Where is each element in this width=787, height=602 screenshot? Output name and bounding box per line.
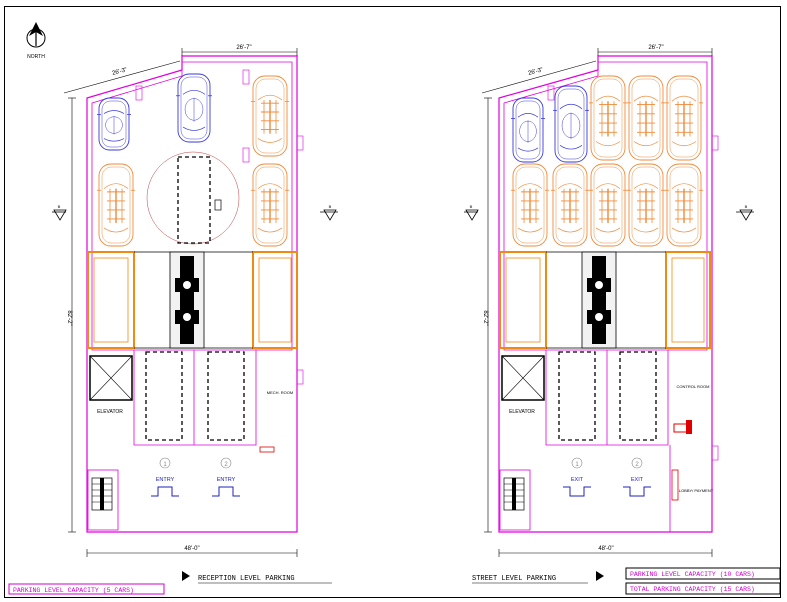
parking-bay [177, 156, 211, 244]
north-arrow-icon: NORTH [26, 22, 46, 60]
parking-bay [207, 351, 245, 441]
section-mark-label: B [58, 204, 61, 209]
elevator-shaft [501, 355, 545, 401]
exit-number: 1 [575, 462, 579, 468]
sheet-border [4, 6, 781, 598]
car-orange [589, 75, 627, 161]
section-mark-label: B [745, 204, 748, 209]
dim-left-label: 82'-2" [66, 310, 72, 325]
dimension-bottom: 48'-0" [498, 546, 713, 557]
car-orange [665, 75, 703, 161]
car-orange [97, 163, 135, 247]
section-mark-label: B [470, 204, 473, 209]
entry-number: 2 [224, 462, 228, 468]
plan-title-text: STREET LEVEL PARKING [472, 575, 556, 583]
capacity-caption: PARKING LEVEL CAPACITY (10 CARS) TOTAL P… [625, 567, 781, 595]
capacity-caption: PARKING LEVEL CAPACITY (5 CARS) [8, 583, 165, 595]
car-orange [511, 163, 549, 247]
dimension-left: 82'-2" [482, 97, 492, 533]
dim-bottom-label: 48'-0" [598, 546, 613, 552]
dim-angle-label: 26'-3" [112, 67, 128, 77]
exit-label: EXIT [571, 477, 584, 483]
dim-left-label: 82'-2" [482, 310, 488, 325]
car-blue [176, 73, 212, 143]
dimension-top: 26'-7" [597, 45, 713, 56]
plan-reception-level: 26'-7" 26'-3" 82'-2" 48'-0" [8, 45, 338, 595]
room-label-elevator: ELEVATOR [509, 409, 535, 415]
car-blue [511, 97, 545, 163]
lift-mechanism [169, 251, 205, 349]
capacity-caption-text: PARKING LEVEL CAPACITY (5 CARS) [13, 587, 134, 594]
dimension-angle: 26'-3" [481, 60, 597, 94]
dimension-left: 82'-2" [66, 97, 76, 533]
dimension-angle: 26'-3" [63, 60, 181, 94]
room-label-control: CONTROL ROOM [677, 384, 710, 389]
parking-bay [558, 351, 596, 441]
dim-bottom-label: 48'-0" [184, 546, 199, 552]
entry-label: ENTRY [156, 477, 175, 483]
stairs [87, 469, 119, 531]
turntable [146, 151, 240, 245]
dimension-bottom: 48'-0" [86, 546, 298, 557]
dimension-top: 26'-7" [181, 45, 298, 56]
lift-mechanism [581, 251, 617, 349]
car-orange [251, 75, 289, 157]
car-orange [627, 75, 665, 161]
room-label-lobby: LOBBY/ PAYMENT [679, 488, 714, 493]
car-orange [665, 163, 703, 247]
lift-platform [499, 251, 547, 349]
room-label-mech: MECH. ROOM [267, 390, 293, 395]
room-label-elevator: ELEVATOR [97, 409, 123, 415]
north-label: NORTH [27, 54, 45, 60]
dim-angle-label: 26'-3" [528, 67, 544, 77]
capacity-caption-text: PARKING LEVEL CAPACITY (10 CARS) [630, 571, 755, 578]
entry-label: ENTRY [217, 477, 236, 483]
total-capacity-text: TOTAL PARKING CAPACITY (15 CARS) [630, 586, 755, 593]
car-orange [589, 163, 627, 247]
control-desk [673, 420, 692, 434]
exit-label: EXIT [631, 477, 644, 483]
parking-bay [619, 351, 657, 441]
lift-platform [665, 251, 711, 349]
lift-platform [87, 251, 135, 349]
car-orange [251, 163, 289, 247]
stairs [499, 469, 531, 531]
car-blue [97, 97, 131, 151]
plan-street-level: 26'-7" 26'-3" 82'-2" 48'-0" B [464, 45, 781, 595]
plan-title: STREET LEVEL PARKING [472, 571, 604, 584]
plan-title-text: RECEPTION LEVEL PARKING [198, 575, 295, 583]
plan-title: RECEPTION LEVEL PARKING [182, 571, 332, 584]
car-blue [553, 85, 589, 163]
car-orange [551, 163, 589, 247]
lift-platform [252, 251, 298, 349]
entry-number: 1 [163, 462, 167, 468]
parking-bay [145, 351, 183, 441]
elevator-shaft [89, 355, 133, 401]
car-orange [627, 163, 665, 247]
dim-top-label: 26'-7" [236, 45, 251, 51]
section-mark-left: B [52, 204, 67, 221]
section-mark-left: B [464, 204, 479, 221]
exit-number: 2 [635, 462, 639, 468]
section-mark-right: B [320, 204, 338, 221]
dim-top-label: 26'-7" [648, 45, 663, 51]
section-mark-label: B [329, 204, 332, 209]
section-mark-right: B [736, 204, 754, 221]
